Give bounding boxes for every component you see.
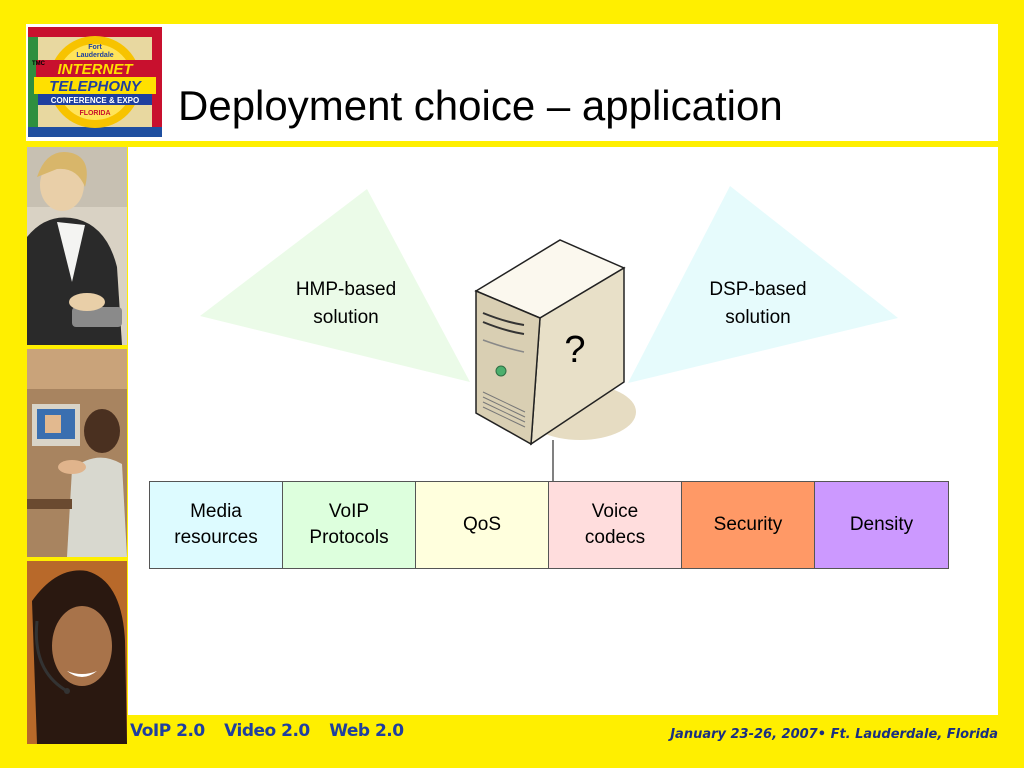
factor-label: VoIP: [328, 501, 370, 522]
factor-media-resources: Media resources: [150, 482, 283, 568]
photo-man-at-computer: [27, 349, 127, 557]
factor-label: Security: [713, 514, 783, 535]
hmp-label-line-1: HMP-based: [295, 279, 397, 300]
footer-tag-web: Web 2.0: [329, 721, 404, 741]
logo-text-conference: CONFERENCE & EXPO: [51, 96, 139, 105]
title-panel: [26, 24, 998, 141]
hmp-label: HMP-based solution: [266, 276, 426, 332]
photo-woman-with-headset: [27, 561, 127, 744]
hmp-beam: [200, 189, 470, 382]
dsp-label-line-1: DSP-based: [709, 279, 807, 300]
footer-tag-video: Video 2.0: [224, 721, 310, 741]
hmp-label-line-2: solution: [313, 307, 379, 328]
dsp-beam: [628, 186, 898, 383]
logo-text-telephony: TELEPHONY: [49, 78, 143, 95]
dsp-label: DSP-based solution: [678, 276, 838, 332]
dsp-label-line-2: solution: [725, 307, 791, 328]
factor-label: QoS: [462, 514, 502, 535]
factor-label: Voice: [591, 501, 639, 522]
factor-label: Media: [190, 501, 242, 522]
factor-label: Protocols: [309, 527, 389, 548]
page-title: Deployment choice – application: [178, 82, 783, 129]
footer-tags: VoIP 2.0 Video 2.0 Web 2.0: [130, 721, 418, 741]
logo-text-internet: INTERNET: [58, 61, 135, 78]
footer-tag-voip: VoIP 2.0: [130, 721, 205, 741]
photo-businesswoman: [27, 147, 127, 345]
footer-event-info: January 23-26, 2007• Ft. Lauderdale, Flo…: [670, 727, 998, 742]
factor-voip-protocols: VoIP Protocols: [283, 482, 416, 568]
factors-row: Media resources VoIP Protocols QoS Voice co…: [149, 481, 949, 569]
title-divider: [0, 141, 1024, 145]
server-question-mark: ?: [564, 329, 586, 371]
logo-text-lauderdale: Lauderdale: [76, 52, 113, 59]
logo-text-florida: FLORIDA: [79, 110, 110, 117]
logo-text-fort: Fort: [88, 44, 102, 51]
factor-density: Density: [815, 482, 948, 568]
factor-voice-codecs: Voice codecs: [549, 482, 682, 568]
factor-security: Security: [682, 482, 815, 568]
logo-text-tag: TMC: [32, 61, 46, 67]
factor-label: Density: [849, 514, 914, 535]
conference-logo: Fort Lauderdale INTERNET TELEPHONY CONFE…: [28, 27, 162, 137]
factor-label: codecs: [584, 527, 646, 548]
server-icon: [474, 239, 636, 446]
factor-qos: QoS: [416, 482, 549, 568]
factor-label: resources: [174, 527, 258, 548]
